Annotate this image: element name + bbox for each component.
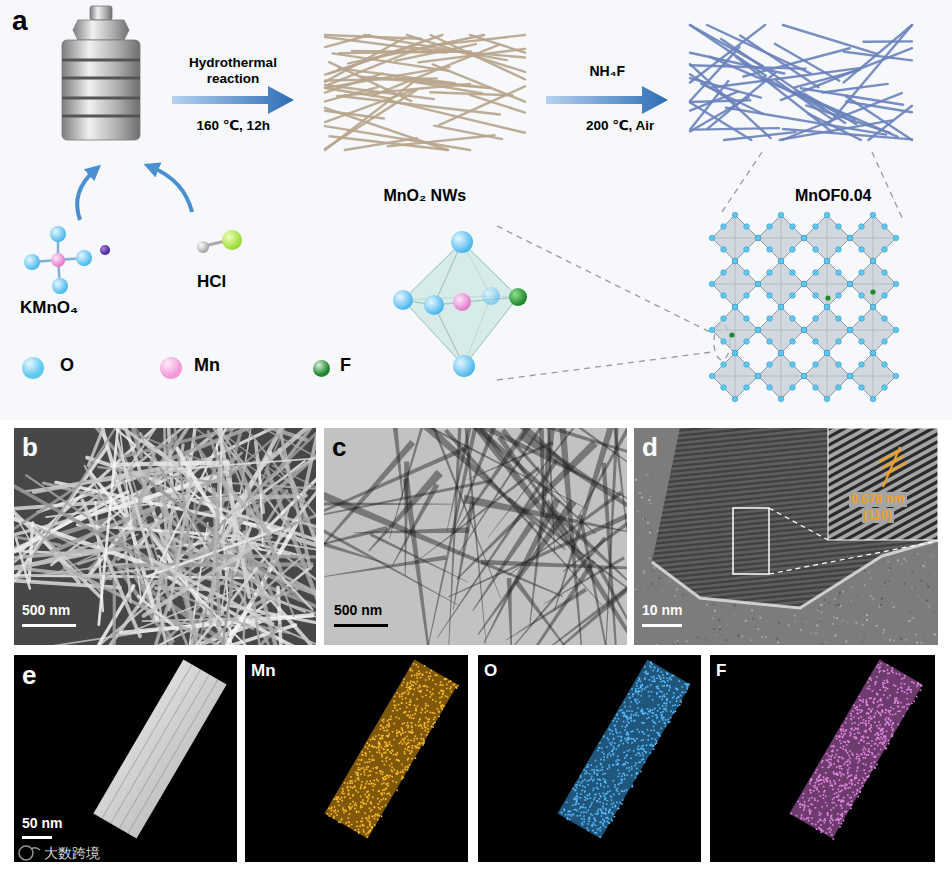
figure-stage: aMnO₂ NWsMnOF0.04KMnO₄HClb500 nmc500 nmd… — [0, 0, 952, 869]
